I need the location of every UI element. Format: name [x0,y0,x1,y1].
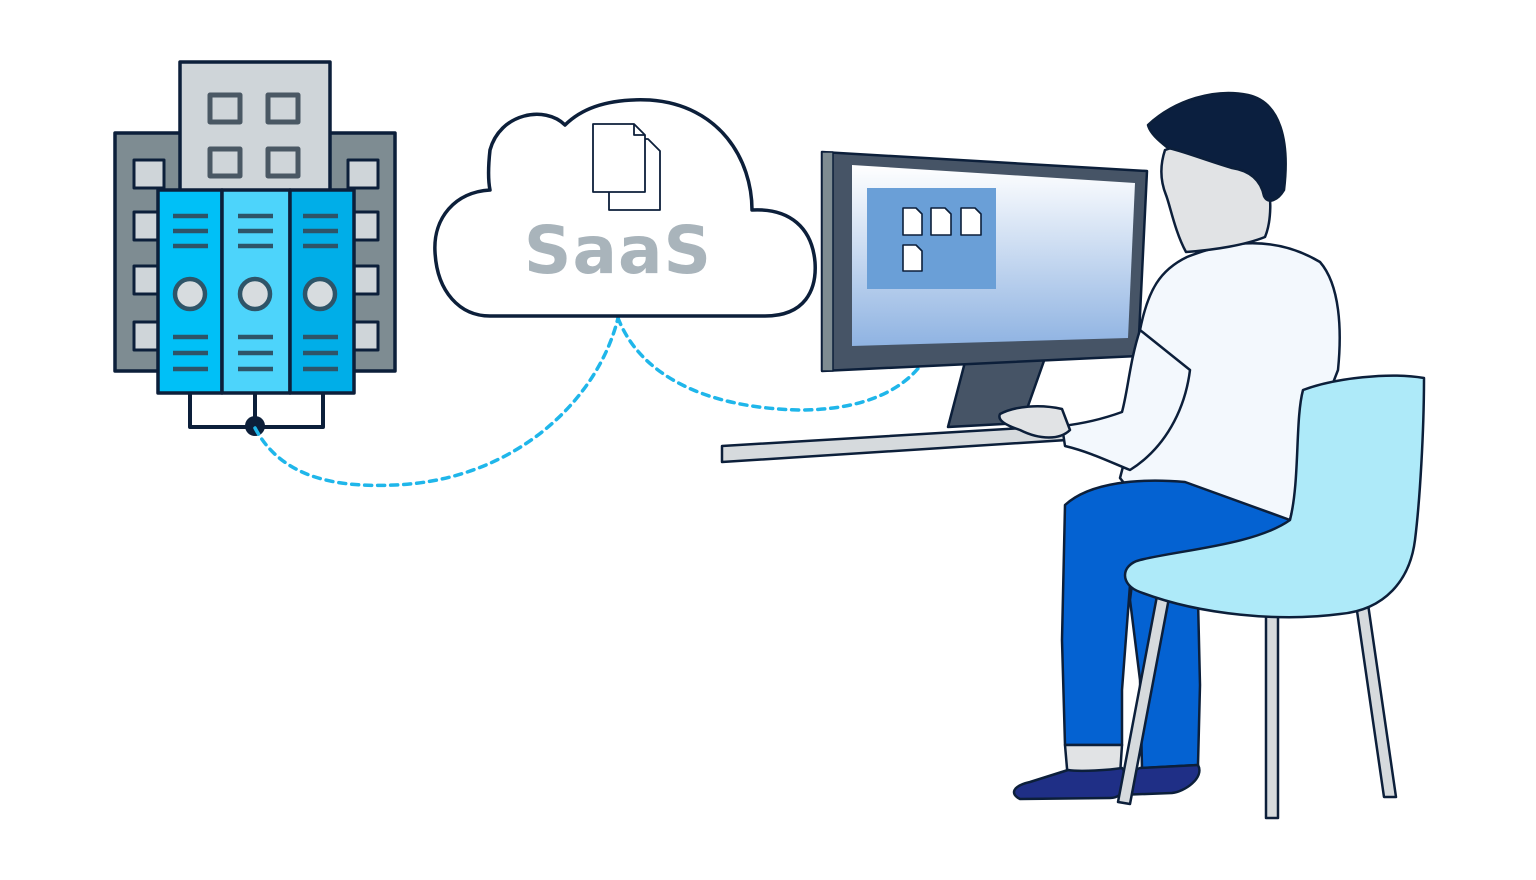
data-center [113,60,397,436]
file-icon [902,207,982,272]
monitor [820,150,1149,429]
chair-leg-right [1264,608,1280,820]
chair-seat [1123,374,1426,619]
link-datacenter-to-cloud [253,316,620,488]
saas-cloud: SaaS [433,98,817,318]
front-foot [1012,766,1128,801]
chair [1116,374,1426,820]
hair [1146,91,1287,202]
building-center [178,60,332,194]
saas-label: SaaS [524,212,712,289]
server-rack-disks [172,276,338,312]
hand [998,405,1072,439]
monitor-bezel-edge [821,151,834,372]
building-center-windows [207,92,301,179]
documents-icon [592,123,661,211]
arm [1060,328,1192,472]
server-connector-node [245,416,265,436]
server-rack-lines [173,213,338,372]
chair-leg-back [1354,602,1398,799]
screen-file-panel [867,188,996,289]
